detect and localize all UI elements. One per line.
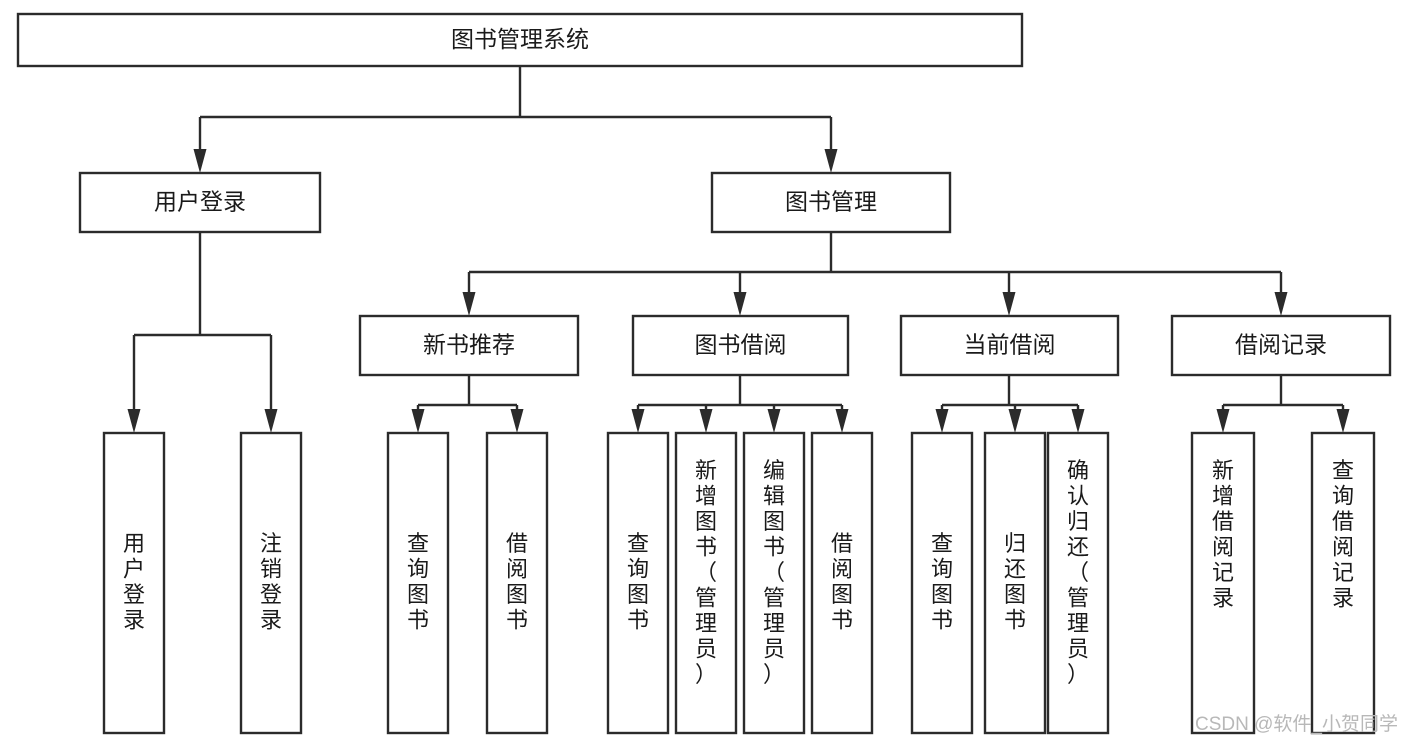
node-leaf-query-book-recommend[interactable]: 查询图书 (386, 431, 450, 735)
watermark-label: CSDN @软件_小贺同学 (1195, 713, 1398, 735)
node-box-leaf-add-book[interactable] (674, 431, 738, 735)
node-label-new-book-recommend: 新书推荐 (423, 332, 515, 358)
node-label-leaf-add-book: 新增图书（管理员） (695, 458, 717, 687)
connector-root-to-level1 (193, 66, 838, 173)
node-label-leaf-query-book-current: 查询图书 (931, 531, 953, 633)
node-label-leaf-user-login: 用户登录 (123, 531, 145, 633)
node-box-leaf-query-book-current[interactable] (910, 431, 974, 735)
node-box-leaf-add-borrow-record[interactable] (1190, 431, 1256, 735)
node-label-leaf-borrow-book: 借阅图书 (831, 531, 853, 633)
node-box-user-login[interactable] (78, 171, 322, 234)
node-book-manage[interactable]: 图书管理 (710, 171, 952, 234)
node-label-user-login: 用户登录 (154, 189, 246, 215)
node-box-root[interactable] (16, 12, 1024, 68)
node-label-leaf-query-book-recommend: 查询图书 (407, 531, 429, 633)
node-user-login[interactable]: 用户登录 (78, 171, 322, 234)
node-leaf-query-borrow-record[interactable]: 查询借阅记录 (1310, 431, 1376, 735)
node-label-leaf-logout-login: 注销登录 (260, 531, 282, 633)
node-label-leaf-confirm-return: 确认归还（管理员） (1067, 458, 1089, 687)
node-box-book-borrow[interactable] (631, 314, 850, 377)
node-current-borrow[interactable]: 当前借阅 (899, 314, 1120, 377)
node-box-book-manage[interactable] (710, 171, 952, 234)
node-label-leaf-add-borrow-record: 新增借阅记录 (1212, 458, 1234, 611)
node-leaf-confirm-return[interactable]: 确认归还（管理员） (1046, 431, 1110, 735)
node-book-borrow[interactable]: 图书借阅 (631, 314, 850, 377)
node-leaf-add-book[interactable]: 新增图书（管理员） (674, 431, 738, 735)
node-box-new-book-recommend[interactable] (358, 314, 580, 377)
node-leaf-query-book-current[interactable]: 查询图书 (910, 431, 974, 735)
node-box-current-borrow[interactable] (899, 314, 1120, 377)
connector-current-to-leaves (935, 375, 1085, 433)
node-label-leaf-edit-book: 编辑图书（管理员） (763, 458, 785, 687)
node-leaf-query-book-borrow[interactable]: 查询图书 (606, 431, 670, 735)
node-label-leaf-query-book-borrow: 查询图书 (627, 531, 649, 633)
node-box-borrow-record[interactable] (1170, 314, 1392, 377)
node-box-leaf-return-book[interactable] (983, 431, 1047, 735)
node-new-book-recommend[interactable]: 新书推荐 (358, 314, 580, 377)
node-box-leaf-query-book-borrow[interactable] (606, 431, 670, 735)
node-leaf-return-book[interactable]: 归还图书 (983, 431, 1047, 735)
node-box-leaf-borrow-book[interactable] (810, 431, 874, 735)
node-leaf-logout-login[interactable]: 注销登录 (239, 431, 303, 735)
node-leaf-edit-book[interactable]: 编辑图书（管理员） (742, 431, 806, 735)
connector-bookmanage-to-level2 (462, 232, 1288, 316)
node-box-leaf-user-login[interactable] (102, 431, 166, 735)
connector-borrow-to-leaves (631, 375, 849, 433)
node-box-leaf-borrow-book-recommend[interactable] (485, 431, 549, 735)
node-leaf-borrow-book-recommend[interactable]: 借阅图书 (485, 431, 549, 735)
node-leaf-borrow-book[interactable]: 借阅图书 (810, 431, 874, 735)
connector-userlogin-to-leaves (127, 232, 278, 433)
node-box-leaf-confirm-return[interactable] (1046, 431, 1110, 735)
node-label-leaf-query-borrow-record: 查询借阅记录 (1332, 458, 1354, 611)
connector-recommend-to-leaves (411, 375, 524, 433)
node-box-leaf-logout-login[interactable] (239, 431, 303, 735)
node-root[interactable]: 图书管理系统 (16, 12, 1024, 68)
diagram-nodes-group: 图书管理系统用户登录图书管理新书推荐图书借阅当前借阅借阅记录用户登录注销登录查询… (16, 12, 1392, 735)
node-label-leaf-return-book: 归还图书 (1004, 531, 1026, 633)
node-label-current-borrow: 当前借阅 (964, 332, 1056, 358)
node-label-borrow-record: 借阅记录 (1235, 332, 1327, 358)
node-box-leaf-query-borrow-record[interactable] (1310, 431, 1376, 735)
node-label-book-borrow: 图书借阅 (695, 332, 787, 358)
node-box-leaf-edit-book[interactable] (742, 431, 806, 735)
connector-record-to-leaves (1216, 375, 1350, 433)
node-leaf-user-login[interactable]: 用户登录 (102, 431, 166, 735)
node-leaf-add-borrow-record[interactable]: 新增借阅记录 (1190, 431, 1256, 735)
node-label-root: 图书管理系统 (451, 26, 589, 52)
node-label-leaf-borrow-book-recommend: 借阅图书 (506, 531, 528, 633)
node-label-book-manage: 图书管理 (785, 189, 877, 215)
connector-lines-group (127, 66, 1350, 433)
node-box-leaf-query-book-recommend[interactable] (386, 431, 450, 735)
node-borrow-record[interactable]: 借阅记录 (1170, 314, 1392, 377)
